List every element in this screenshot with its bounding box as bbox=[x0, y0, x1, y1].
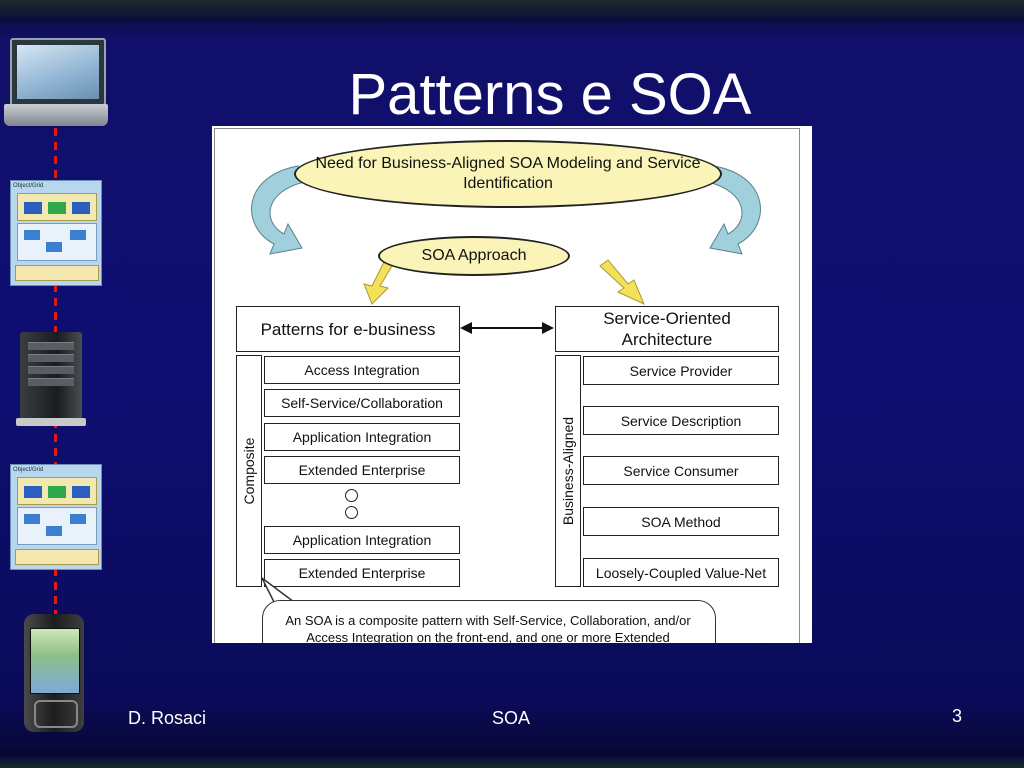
architecture-thumbnail: Object/Grid bbox=[10, 464, 102, 570]
thumbnail-label: Object/Grid bbox=[13, 467, 44, 473]
callout-line-2: Access Integration on the front-end, and… bbox=[306, 630, 670, 643]
figure-arrows bbox=[251, 165, 761, 334]
curved-arrow-right bbox=[707, 165, 761, 255]
red-dashed-link bbox=[54, 284, 57, 332]
bottom-band bbox=[0, 756, 1024, 768]
figure-frame bbox=[214, 128, 800, 643]
composite-side-bar: Composite bbox=[236, 355, 262, 587]
continuation-circle bbox=[345, 506, 358, 519]
pattern-item: Extended Enterprise bbox=[264, 456, 460, 484]
soa-item: Service Provider bbox=[583, 356, 779, 385]
pattern-item: Extended Enterprise bbox=[264, 559, 460, 587]
callout-line-1: An SOA is a composite pattern with Self-… bbox=[285, 613, 691, 628]
architecture-thumbnail: Object/Grid bbox=[10, 180, 102, 286]
yellow-arrow-right bbox=[599, 259, 645, 305]
server-icon bbox=[16, 332, 86, 426]
yellow-arrow-left bbox=[363, 261, 393, 305]
top-band bbox=[0, 0, 1024, 22]
double-arrow-right-head bbox=[542, 322, 554, 334]
curved-arrow-left bbox=[251, 165, 305, 255]
soa-patterns-figure: Need for Business-Aligned SOA Modeling a… bbox=[212, 126, 812, 643]
pattern-item: Access Integration bbox=[264, 356, 460, 384]
footer-author: D. Rosaci bbox=[128, 708, 207, 728]
slide-title: Patterns e SOA bbox=[348, 62, 752, 127]
callout-pointer bbox=[261, 577, 297, 603]
soa-item: Service Description bbox=[583, 406, 779, 435]
business-aligned-side-bar: Business-Aligned bbox=[555, 355, 581, 587]
red-dashed-link bbox=[54, 420, 57, 464]
red-dashed-link bbox=[54, 568, 57, 614]
pattern-item: Self-Service/Collaboration bbox=[264, 389, 460, 417]
footer-topic: SOA bbox=[492, 708, 531, 728]
soa-header-box: Service-Oriented Architecture bbox=[555, 306, 779, 352]
mobile-phone-icon bbox=[24, 614, 84, 732]
thumbnail-label: Object/Grid bbox=[13, 183, 44, 189]
laptop-icon bbox=[4, 38, 108, 128]
callout-text: An SOA is a composite pattern with Self-… bbox=[268, 612, 708, 643]
red-dashed-link bbox=[54, 128, 57, 180]
continuation-circle bbox=[345, 489, 358, 502]
soa-item: Service Consumer bbox=[583, 456, 779, 485]
need-ellipse: Need for Business-Aligned SOA Modeling a… bbox=[294, 140, 722, 208]
page-number: 3 bbox=[952, 706, 963, 726]
callout-bubble bbox=[262, 600, 716, 643]
soa-item: Loosely-Coupled Value-Net bbox=[583, 558, 779, 587]
soa-item: SOA Method bbox=[583, 507, 779, 536]
patterns-header-box: Patterns for e-business bbox=[236, 306, 460, 352]
pattern-item: Application Integration bbox=[264, 423, 460, 451]
pattern-item: Application Integration bbox=[264, 526, 460, 554]
double-arrow-left-head bbox=[460, 322, 472, 334]
soa-approach-ellipse: SOA Approach bbox=[378, 236, 570, 276]
